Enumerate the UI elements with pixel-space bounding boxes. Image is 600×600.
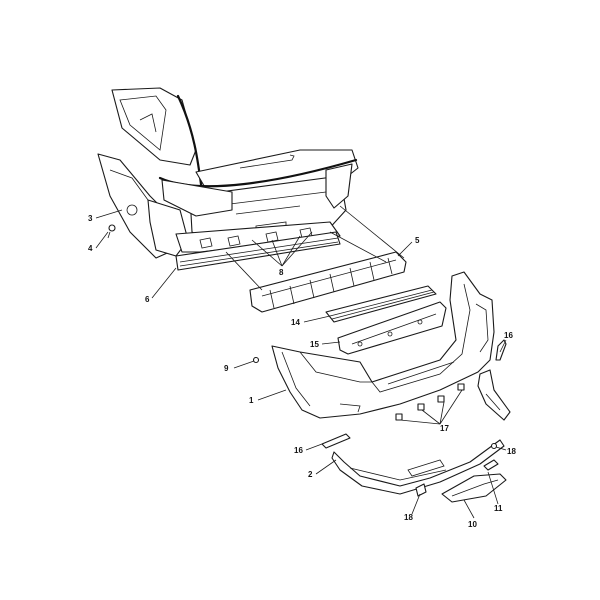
part-11-18-fasteners: [415, 442, 499, 497]
callout-18-right: 18: [507, 447, 516, 456]
callout-9: 9: [224, 364, 229, 373]
part-6-reinforcement: [175, 231, 341, 271]
callout-6: 6: [145, 295, 150, 304]
callout-16-left: 16: [294, 446, 303, 455]
callout-15: 15: [310, 340, 319, 349]
vehicle-body: [97, 87, 359, 259]
callout-1: 1: [249, 396, 254, 405]
callout-labels: 3 4 6 5 8 9 1 14 15 16 16 17 18 2 18 10 …: [88, 214, 516, 529]
callout-11: 11: [494, 504, 503, 513]
leader-lines: [95, 205, 507, 519]
callout-16-right: 16: [504, 331, 513, 340]
callout-8: 8: [279, 268, 284, 277]
callout-5: 5: [415, 236, 420, 245]
callout-4: 4: [88, 244, 93, 253]
part-16-left-reflector: [321, 433, 351, 449]
callout-14: 14: [291, 318, 300, 327]
callout-17: 17: [440, 424, 449, 433]
part-1-bumper-fascia: [271, 271, 495, 419]
part-2-lower-valance: [331, 439, 505, 495]
callout-18-bottom: 18: [404, 513, 413, 522]
part-10-skid-plate: [441, 473, 507, 503]
callout-2: 2: [308, 470, 313, 479]
callout-10: 10: [468, 520, 477, 529]
part-15-bracket: [337, 301, 447, 355]
part-14-grille: [325, 285, 437, 323]
part-9-fastener: [252, 356, 260, 364]
part-17-clips: [395, 383, 465, 421]
right-lower-extension: [477, 369, 511, 421]
callout-3: 3: [88, 214, 93, 223]
part-4-fastener: [107, 224, 116, 239]
